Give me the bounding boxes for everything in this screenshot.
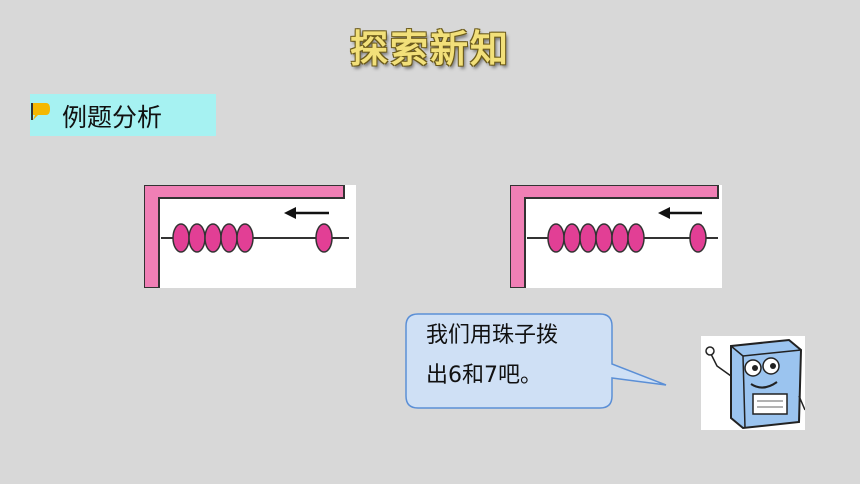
speech-line-1: 我们用珠子拨	[426, 323, 559, 348]
bead	[627, 223, 645, 253]
bead-right	[689, 223, 707, 253]
bead	[579, 223, 597, 253]
arrow-left-icon	[284, 207, 329, 219]
bead-right	[315, 223, 333, 253]
abacus-left	[144, 185, 356, 288]
speech-bubble	[405, 313, 667, 409]
bead	[547, 223, 565, 253]
abacus-beads-left	[547, 223, 645, 253]
bead	[611, 223, 629, 253]
speech-line-2: 出6和7吧。	[426, 363, 542, 388]
book-character-icon	[701, 336, 806, 430]
page-title: 探索新知	[349, 26, 510, 71]
speech-bubble-text: 我们用珠子拨 出6和7吧。	[426, 316, 606, 396]
bead	[188, 223, 206, 253]
abacus-right	[510, 185, 722, 288]
bead	[172, 223, 190, 253]
abacus-frame	[510, 185, 719, 288]
bead	[595, 223, 613, 253]
section-label: 例题分析	[62, 103, 163, 132]
bead	[220, 223, 238, 253]
bead	[204, 223, 222, 253]
bead	[563, 223, 581, 253]
arrow-left-icon	[658, 207, 702, 219]
speech-tag-icon	[31, 103, 50, 120]
section-badge	[30, 94, 216, 136]
bead	[236, 223, 254, 253]
abacus-beads-left	[172, 223, 254, 253]
abacus-frame	[144, 185, 345, 288]
